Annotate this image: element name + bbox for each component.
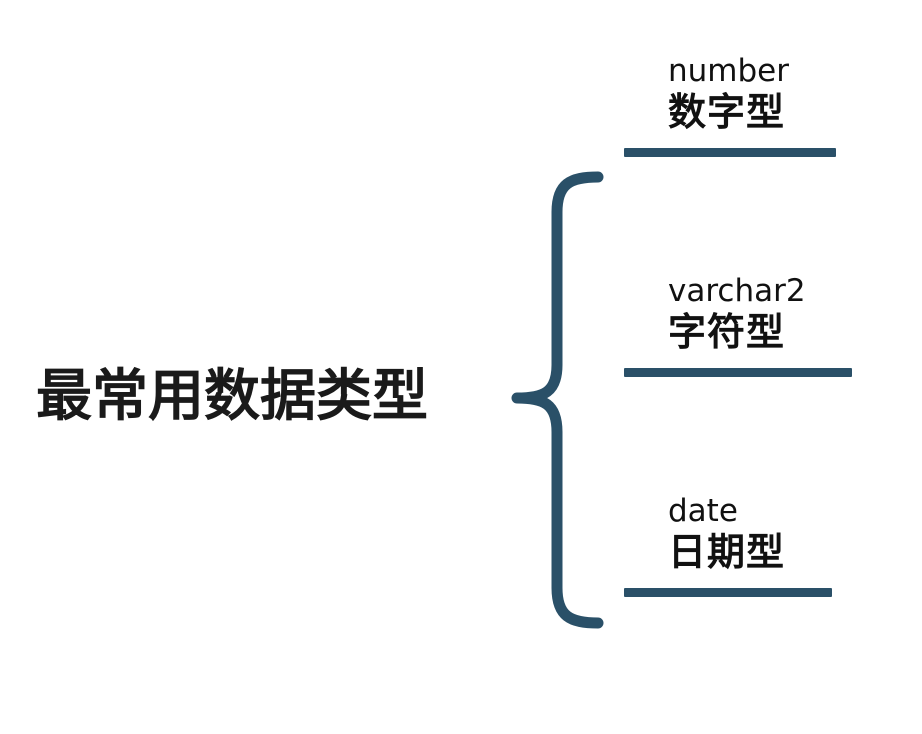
branch-type-label: 日期型 (668, 532, 786, 574)
branch-underline (624, 368, 852, 377)
curly-brace-icon (511, 171, 604, 629)
branch-underline (624, 148, 836, 157)
branch-type-name: number (668, 53, 789, 89)
page-title: 最常用数据类型 (36, 364, 428, 427)
branch-type-label: 字符型 (668, 312, 786, 354)
branch-underline (624, 588, 832, 597)
branch-type-name: date (668, 493, 738, 529)
branch-varchar2: varchar2 字符型 (624, 272, 852, 377)
branch-type-name: varchar2 (668, 273, 806, 309)
branch-number: number 数字型 (624, 52, 836, 157)
branch-date: date 日期型 (624, 492, 832, 597)
branch-type-label: 数字型 (668, 92, 786, 134)
